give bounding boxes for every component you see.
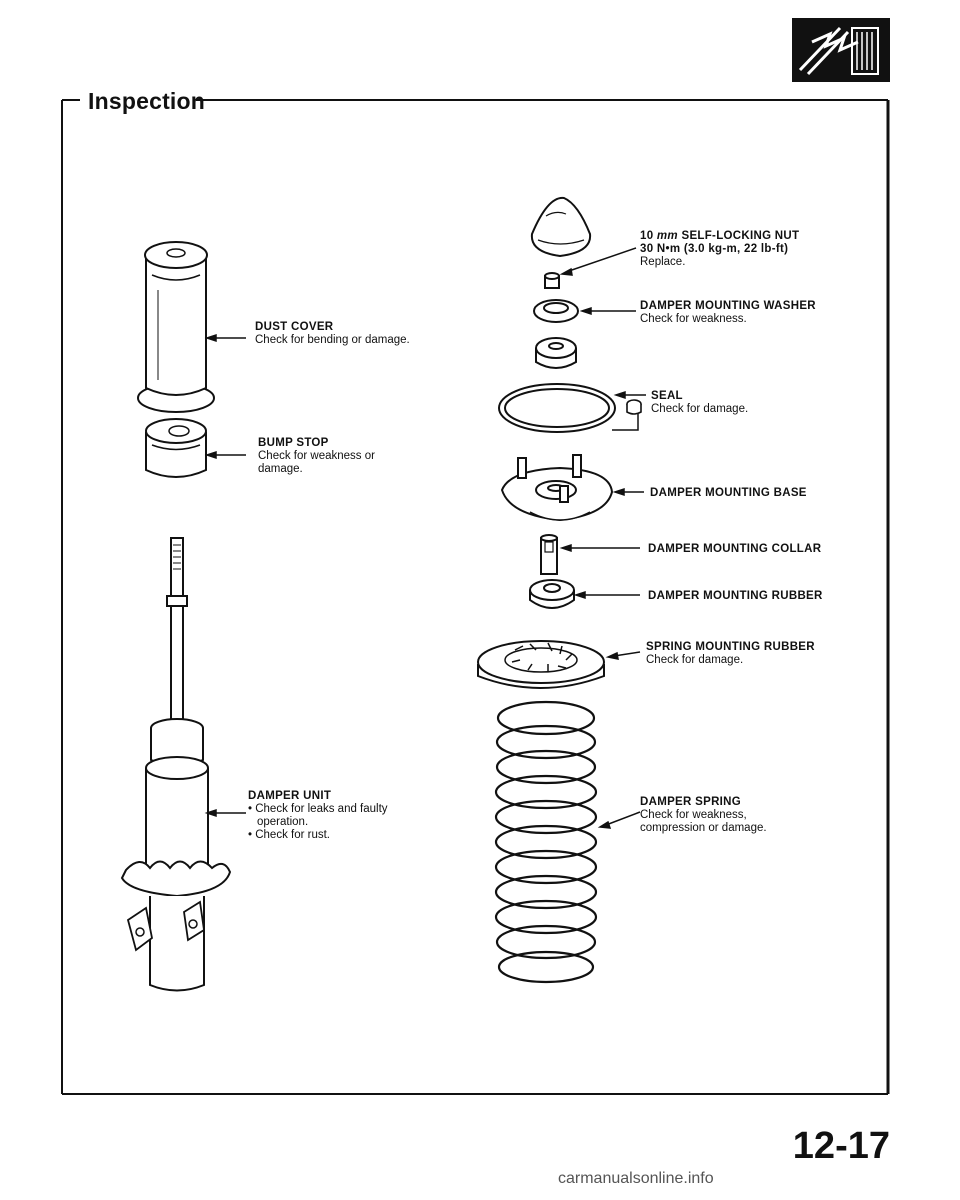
page-number: 12-17 xyxy=(792,1125,890,1167)
section-title: Inspection xyxy=(88,88,206,114)
seal-note: Check for damage. xyxy=(651,403,749,415)
nut-size: 10 xyxy=(640,230,654,242)
bump-stop-drawing xyxy=(145,418,207,478)
inspection-frame xyxy=(61,99,890,1095)
dust-cover-note: Check for bending or damage. xyxy=(255,334,410,346)
spring-mounting-rubber-note: Check for damage. xyxy=(646,654,744,666)
damper-spring-name: DAMPER SPRING xyxy=(640,796,742,808)
spring-mounting-rubber-name: SPRING MOUNTING RUBBER xyxy=(646,641,815,653)
self-locking-nut-torque: 30 N•m (3.0 kg-m, 22 lb-ft) xyxy=(640,243,789,255)
damper-unit-label: DAMPER UNIT • Check for leaks and faulty… xyxy=(248,790,388,842)
bump-stop-note-1: Check for weakness or xyxy=(258,450,375,462)
mounting-washer-name: DAMPER MOUNTING WASHER xyxy=(640,300,816,312)
bushing-drawing xyxy=(535,337,577,369)
nut-cap-drawing xyxy=(530,196,592,258)
damper-spring-note-1: Check for weakness, xyxy=(640,809,747,821)
mounting-washer-note: Check for weakness. xyxy=(640,313,747,325)
self-locking-nut-drawing xyxy=(544,272,560,289)
right-leader-lines xyxy=(559,247,646,829)
mounting-base-label: DAMPER MOUNTING BASE xyxy=(650,487,807,500)
nut-size-unit: mm xyxy=(656,230,678,242)
damper-unit-name: DAMPER UNIT xyxy=(248,790,332,802)
damper-spring-drawing xyxy=(494,700,598,984)
self-locking-nut-note: Replace. xyxy=(640,256,686,268)
mounting-base-name: DAMPER MOUNTING BASE xyxy=(650,487,807,499)
self-locking-nut-label: 10 mm SELF-LOCKING NUT 30 N•m (3.0 kg-m,… xyxy=(640,230,799,269)
mounting-washer-drawing xyxy=(533,299,579,323)
spring-mounting-rubber-drawing xyxy=(477,640,605,689)
damper-spring-note-2: compression or damage. xyxy=(640,822,767,834)
bump-stop-name: BUMP STOP xyxy=(258,437,329,449)
damper-unit-note-3: • Check for rust. xyxy=(248,829,330,841)
bump-stop-label: BUMP STOP Check for weakness or damage. xyxy=(258,437,375,476)
mounting-base-drawing xyxy=(500,454,614,522)
damper-unit-note-2: operation. xyxy=(257,816,309,828)
damper-unit-drawing xyxy=(120,537,232,992)
dust-cover-name: DUST COVER xyxy=(255,321,334,333)
seal-drawing xyxy=(498,383,639,433)
watermark: carmanualsonline.info xyxy=(558,1170,714,1187)
seal-name: SEAL xyxy=(651,390,683,402)
mounting-collar-name: DAMPER MOUNTING COLLAR xyxy=(648,543,822,555)
mounting-rubber-name: DAMPER MOUNTING RUBBER xyxy=(648,590,823,602)
spring-mounting-rubber-label: SPRING MOUNTING RUBBER Check for damage. xyxy=(646,641,815,667)
seal-label: SEAL Check for damage. xyxy=(651,390,748,416)
dust-cover-drawing xyxy=(137,241,215,413)
mounting-rubber-label: DAMPER MOUNTING RUBBER xyxy=(648,590,823,603)
left-leader-lines xyxy=(204,333,246,818)
mounting-collar-drawing xyxy=(540,534,558,575)
seal-detail-icon xyxy=(626,399,642,415)
mounting-collar-label: DAMPER MOUNTING COLLAR xyxy=(648,543,821,556)
nut-name-text: SELF-LOCKING NUT xyxy=(681,230,800,242)
mounting-washer-label: DAMPER MOUNTING WASHER Check for weaknes… xyxy=(640,300,816,326)
shock-absorber-icon xyxy=(792,18,890,82)
dust-cover-label: DUST COVER Check for bending or damage. xyxy=(255,321,410,347)
damper-unit-note-1: • Check for leaks and faulty xyxy=(248,803,388,815)
mounting-rubber-drawing xyxy=(529,579,575,609)
damper-spring-label: DAMPER SPRING Check for weakness, compre… xyxy=(640,796,767,835)
self-locking-nut-name: 10 mm SELF-LOCKING NUT xyxy=(640,230,799,243)
bump-stop-note-2: damage. xyxy=(258,463,303,475)
